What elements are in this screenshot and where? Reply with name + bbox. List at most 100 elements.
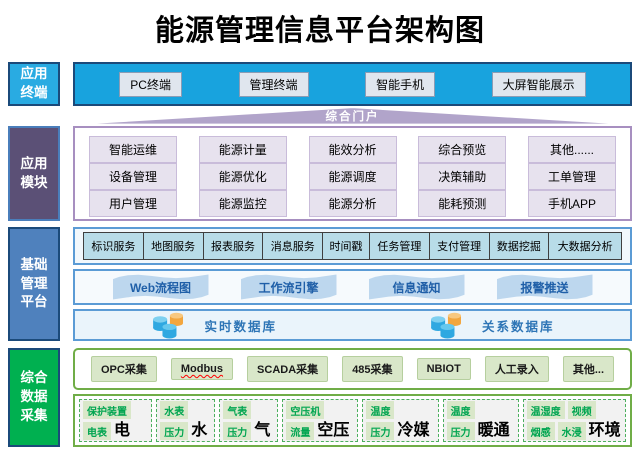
service-cell: 标识服务 bbox=[83, 232, 144, 260]
portal-band: 综合门户 bbox=[8, 106, 632, 125]
collection-panel: OPC采集 Modbus SCADA采集 485采集 NBIOT 人工录入 其他… bbox=[73, 348, 632, 447]
device-box-aircompressor: 空压机 流量空压 bbox=[282, 399, 359, 442]
portal-spacer bbox=[8, 106, 60, 125]
device-box-gas: 气表 压力气 bbox=[219, 399, 279, 442]
engine-item: 信息通知 bbox=[368, 274, 465, 300]
protocol-item: Modbus bbox=[170, 358, 234, 380]
service-cell: 地图服务 bbox=[142, 232, 204, 260]
module-item: 能源分析 bbox=[308, 190, 397, 217]
modules-band: 应用 模块 智能运维 能源计量 能效分析 综合预览 其他...... 设备管理 … bbox=[8, 126, 632, 221]
service-cell: 任务管理 bbox=[368, 232, 430, 260]
module-item: 工单管理 bbox=[528, 163, 616, 190]
database-icon bbox=[153, 312, 184, 339]
module-item: 能耗预测 bbox=[418, 190, 507, 217]
device-name: 电 bbox=[114, 422, 131, 439]
modules-panel: 智能运维 能源计量 能效分析 综合预览 其他...... 设备管理 能源优化 能… bbox=[73, 126, 632, 221]
platform-engines-row: Web流程图 工作流引擎 信息通知 报警推送 bbox=[73, 269, 632, 305]
terminal-item-manage: 管理终端 bbox=[238, 71, 309, 97]
collection-devices-row: 保护装置 电表电 水表 压力水 气表 压力气 空压机 流量空压 温度 压力冷 bbox=[73, 394, 632, 447]
modules-row: 智能运维 能源计量 能效分析 综合预览 其他...... bbox=[89, 136, 616, 163]
portal-chevron-shape bbox=[73, 106, 632, 125]
sensor-chip: 保护装置 bbox=[83, 401, 131, 419]
module-item: 能源优化 bbox=[198, 163, 287, 190]
module-item: 用户管理 bbox=[89, 190, 177, 217]
page-title: 能源管理信息平台架构图 bbox=[154, 15, 485, 47]
terminal-item-pc: PC终端 bbox=[119, 71, 182, 97]
sensor-chip: 烟感 bbox=[526, 422, 555, 440]
service-cell: 消息服务 bbox=[262, 232, 324, 260]
sensor-chip: 气表 bbox=[223, 401, 252, 419]
module-item: 能源监控 bbox=[198, 190, 287, 217]
terminal-item-phone: 智能手机 bbox=[365, 71, 436, 97]
platform-databases-row: 实时数据库 关系数据库 bbox=[73, 309, 632, 341]
device-box-environment: 温湿度视频 烟感水浸环境 bbox=[522, 399, 626, 442]
engine-item: 工作流引擎 bbox=[240, 274, 337, 300]
section-label-collection: 综合 数据 采集 bbox=[8, 348, 60, 447]
service-cell: 报表服务 bbox=[202, 232, 264, 260]
database-icon bbox=[431, 312, 461, 339]
module-item: 能源计量 bbox=[198, 136, 287, 163]
engine-item: 报警推送 bbox=[496, 274, 593, 300]
terminal-item-bigscreen: 大屏智能展示 bbox=[491, 71, 586, 97]
terminal-bar: PC终端 管理终端 智能手机 大屏智能展示 bbox=[73, 62, 632, 106]
protocol-item: NBIOT bbox=[416, 358, 471, 380]
portal-label: 综合门户 bbox=[325, 111, 380, 123]
module-item: 设备管理 bbox=[89, 163, 177, 190]
sensor-chip: 空压机 bbox=[286, 401, 325, 419]
protocol-item: 485采集 bbox=[342, 356, 403, 382]
sensor-chip: 压力 bbox=[223, 422, 252, 440]
module-item: 能效分析 bbox=[308, 136, 397, 163]
service-cell: 大数据分析 bbox=[548, 232, 623, 260]
device-name: 环境 bbox=[588, 422, 621, 439]
device-name: 气 bbox=[254, 422, 271, 439]
database-label: 关系数据库 bbox=[481, 319, 555, 334]
section-label-modules: 应用 模块 bbox=[8, 126, 60, 221]
database-group: 实时数据库 bbox=[75, 311, 353, 339]
sensor-chip: 压力 bbox=[366, 422, 395, 440]
service-cell: 数据挖掘 bbox=[488, 232, 550, 260]
device-name: 暖通 bbox=[477, 422, 510, 439]
protocol-item: SCADA采集 bbox=[247, 356, 329, 382]
protocol-item: OPC采集 bbox=[91, 356, 157, 382]
section-label-terminal: 应用 终端 bbox=[8, 62, 60, 106]
module-item: 手机APP bbox=[528, 190, 616, 217]
collection-band: 综合 数据 采集 OPC采集 Modbus SCADA采集 485采集 NBIO… bbox=[8, 348, 632, 447]
module-item: 其他...... bbox=[528, 136, 616, 163]
sensor-chip: 温度 bbox=[366, 401, 395, 419]
device-box-hvac: 温度 压力暖通 bbox=[442, 399, 519, 442]
device-box-electricity: 保护装置 电表电 bbox=[79, 399, 153, 442]
device-name: 空压 bbox=[317, 422, 350, 439]
platform-band: 基础 管理 平台 标识服务 地图服务 报表服务 消息服务 时间戳 任务管理 支付… bbox=[8, 227, 632, 341]
device-name: 水 bbox=[191, 422, 208, 439]
sensor-chip: 视频 bbox=[567, 401, 596, 419]
sensor-chip: 温湿度 bbox=[526, 401, 565, 419]
device-name: 冷媒 bbox=[397, 422, 430, 439]
terminal-band: 应用 终端 PC终端 管理终端 智能手机 大屏智能展示 bbox=[8, 62, 632, 106]
sensor-chip: 电表 bbox=[83, 422, 111, 440]
protocol-item: 人工录入 bbox=[484, 356, 549, 382]
platform-services-row: 标识服务 地图服务 报表服务 消息服务 时间戳 任务管理 支付管理 数据挖掘 大… bbox=[73, 227, 632, 265]
sensor-chip: 水表 bbox=[160, 401, 189, 419]
service-cell: 支付管理 bbox=[428, 232, 490, 260]
platform-panel: 标识服务 地图服务 报表服务 消息服务 时间戳 任务管理 支付管理 数据挖掘 大… bbox=[73, 227, 632, 341]
sensor-chip: 压力 bbox=[446, 422, 475, 440]
database-label: 实时数据库 bbox=[204, 319, 277, 334]
protocol-item: 其他... bbox=[562, 356, 614, 382]
sensor-chip: 压力 bbox=[160, 422, 189, 440]
module-item: 决策辅助 bbox=[418, 163, 507, 190]
device-box-water: 水表 压力水 bbox=[156, 399, 216, 442]
device-box-coolant: 温度 压力冷媒 bbox=[362, 399, 439, 442]
engine-item: Web流程图 bbox=[112, 274, 209, 300]
module-item: 综合预览 bbox=[418, 136, 507, 163]
module-item: 智能运维 bbox=[89, 136, 177, 163]
module-item: 能源调度 bbox=[308, 163, 397, 190]
modules-row: 用户管理 能源监控 能源分析 能耗预测 手机APP bbox=[89, 190, 616, 217]
service-cell: 时间戳 bbox=[322, 232, 370, 260]
sensor-chip: 水浸 bbox=[557, 422, 586, 440]
modules-row: 设备管理 能源优化 能源调度 决策辅助 工单管理 bbox=[89, 163, 616, 190]
sensor-chip: 温度 bbox=[446, 401, 475, 419]
section-label-platform: 基础 管理 平台 bbox=[8, 227, 60, 341]
database-group: 关系数据库 bbox=[353, 311, 631, 339]
portal-banner: 综合门户 bbox=[73, 106, 632, 125]
